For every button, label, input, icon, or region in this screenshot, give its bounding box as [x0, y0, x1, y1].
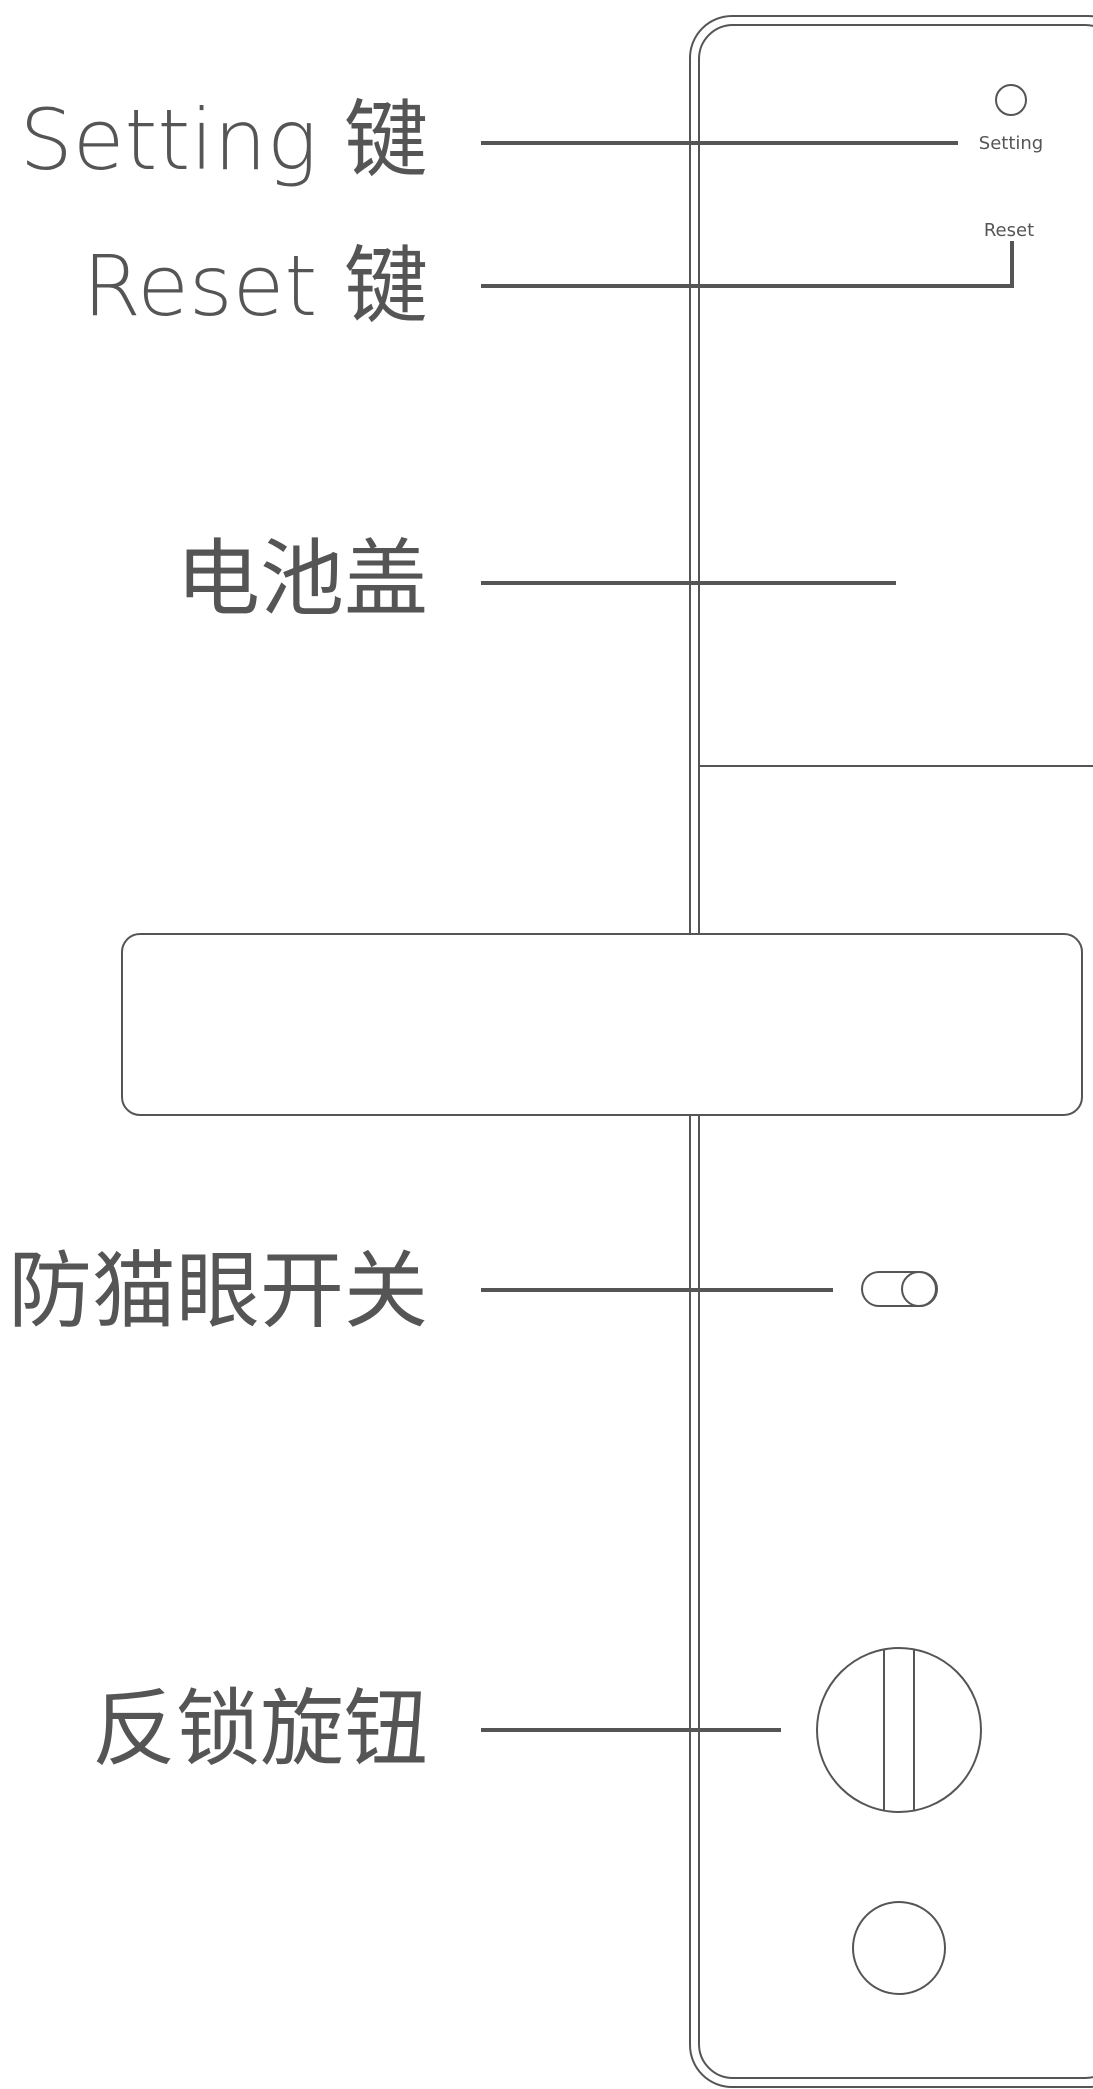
anti-peephole-switch	[861, 1271, 938, 1307]
callout-battery-cover: 电池盖	[175, 530, 428, 628]
leader-reset	[481, 241, 1014, 288]
panel-label-reset: Reset	[984, 220, 1034, 241]
callout-deadbolt-knob: 反锁旋钮	[91, 1680, 428, 1778]
deadbolt-knob	[816, 1647, 982, 1813]
setting-button	[995, 84, 1027, 116]
door-handle	[121, 933, 1083, 1116]
callout-anti-peephole-switch: 防猫眼开关	[7, 1242, 428, 1340]
panel-label-setting: Setting	[979, 133, 1043, 154]
callout-setting-key: Setting 键	[19, 91, 428, 189]
anti-peephole-switch-thumb	[901, 1271, 937, 1307]
callout-reset-key: Reset 键	[82, 237, 428, 335]
key-hole	[852, 1901, 946, 1995]
